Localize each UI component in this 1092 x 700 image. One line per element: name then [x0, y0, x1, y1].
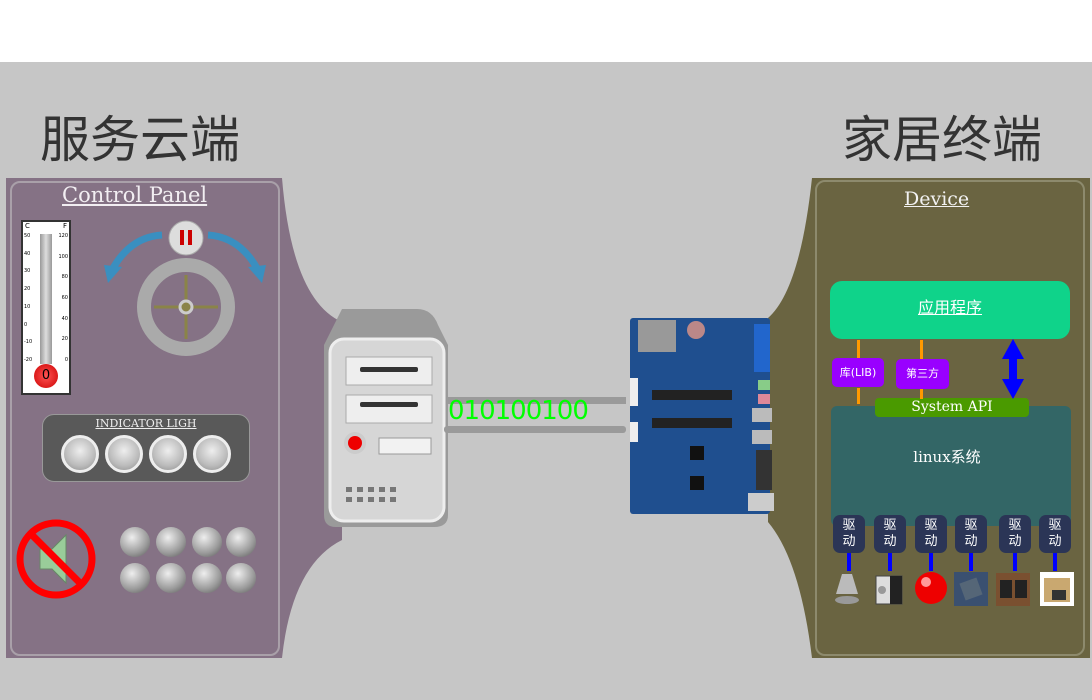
- knob-button[interactable]: [120, 563, 150, 593]
- fahrenheit-label: F: [62, 222, 67, 230]
- cloud-title: 服务云端: [40, 111, 240, 169]
- double-arrow-icon: [857, 388, 860, 404]
- double-arrow-icon: [857, 340, 860, 358]
- thermometer-tick-label: 20: [24, 286, 31, 293]
- double-arrow-icon: [1013, 553, 1017, 571]
- connection-line: [446, 397, 626, 404]
- thermometer-tick-label: 120: [58, 233, 68, 239]
- speaker-icon: [835, 574, 859, 604]
- thermometer-tick-label: 0: [64, 356, 68, 363]
- celsius-label: C: [25, 222, 30, 230]
- driver-box: 驱 动: [915, 515, 947, 553]
- double-arrow-icon: [920, 340, 923, 359]
- double-arrow-icon: [1002, 339, 1024, 399]
- driver-box: 驱 动: [955, 515, 987, 553]
- knob-button[interactable]: [120, 527, 150, 557]
- control-panel: [10, 181, 280, 656]
- third-party-box: 第三方: [896, 359, 949, 389]
- thermometer-tick-label: 100: [58, 253, 68, 260]
- rotate-right-icon: [207, 231, 262, 272]
- double-arrow-icon: [969, 553, 973, 571]
- thermometer-tick-label: 30: [24, 268, 31, 275]
- device-panel: [815, 180, 1085, 656]
- knob-button[interactable]: [156, 527, 186, 557]
- double-arrow-icon: [888, 553, 892, 571]
- indicator-light: [193, 435, 231, 473]
- indicator-light: [105, 435, 143, 473]
- library-box: 库(LIB): [832, 358, 884, 387]
- linux-os-layer: [831, 406, 1071, 526]
- red-light-icon: [915, 572, 947, 604]
- binary-data-label: 010100100: [448, 396, 589, 426]
- rotate-left-icon: [108, 231, 163, 272]
- indicator-title: INDICATOR LIGH: [95, 417, 197, 430]
- driver-box: 驱 动: [833, 515, 865, 553]
- driver-box: 驱 动: [1039, 515, 1071, 553]
- connection-line: [444, 426, 626, 433]
- thermometer-tick-label: 40: [24, 250, 31, 257]
- ethernet-port-icon: [1040, 572, 1074, 606]
- indicator-light-panel: INDICATOR LIGH: [42, 414, 250, 482]
- linux-os-label: linux系统: [913, 448, 981, 466]
- thermometer-tick-label: 10: [24, 303, 31, 310]
- double-arrow-icon: [920, 389, 923, 399]
- knob-button[interactable]: [156, 563, 186, 593]
- knob-button[interactable]: [192, 527, 222, 557]
- thermometer-tick-label: 20: [61, 336, 68, 343]
- thermometer-tick-label: 0: [24, 321, 28, 328]
- rotation-dial[interactable]: [100, 215, 270, 385]
- thermometer-tick-label: -20: [24, 356, 33, 363]
- thermometer-bulb: 0: [34, 364, 58, 388]
- thermometer-tick-label: 80: [61, 274, 68, 281]
- thermometer-tick-label: 40: [61, 315, 68, 322]
- dev-board-image: [630, 318, 774, 514]
- driver-box: 驱 动: [874, 515, 906, 553]
- peripherals: [835, 572, 1074, 606]
- chip-icon: [954, 572, 988, 606]
- control-panel-title: Control Panel: [62, 183, 208, 207]
- thermometer-tube: [40, 234, 52, 364]
- knob-grid: [120, 527, 260, 597]
- driver-box: 驱 动: [999, 515, 1031, 553]
- home-title: 家居终端: [842, 111, 1042, 169]
- device-title: Device: [904, 188, 970, 210]
- server-icon: [324, 309, 448, 527]
- indicator-light: [61, 435, 99, 473]
- double-arrow-icon: [1053, 553, 1057, 571]
- mute-icon[interactable]: [14, 517, 98, 601]
- double-arrow-icon: [847, 553, 851, 571]
- thermometer-tick-label: 60: [61, 294, 68, 301]
- thermometer-tick-label: 50: [24, 233, 31, 239]
- system-api-layer: System API: [875, 398, 1029, 417]
- buttons-icon: [996, 573, 1030, 606]
- indicator-light: [149, 435, 187, 473]
- knob-button[interactable]: [192, 563, 222, 593]
- thermometer-tick-label: -10: [24, 339, 33, 346]
- dial-ring: [137, 258, 235, 356]
- double-arrow-icon: [929, 553, 933, 571]
- pause-icon: [168, 220, 204, 256]
- knob-button[interactable]: [226, 563, 256, 593]
- application-layer: 应用程序: [830, 281, 1070, 339]
- knob-button[interactable]: [226, 527, 256, 557]
- stepper-motor-icon: [875, 575, 903, 605]
